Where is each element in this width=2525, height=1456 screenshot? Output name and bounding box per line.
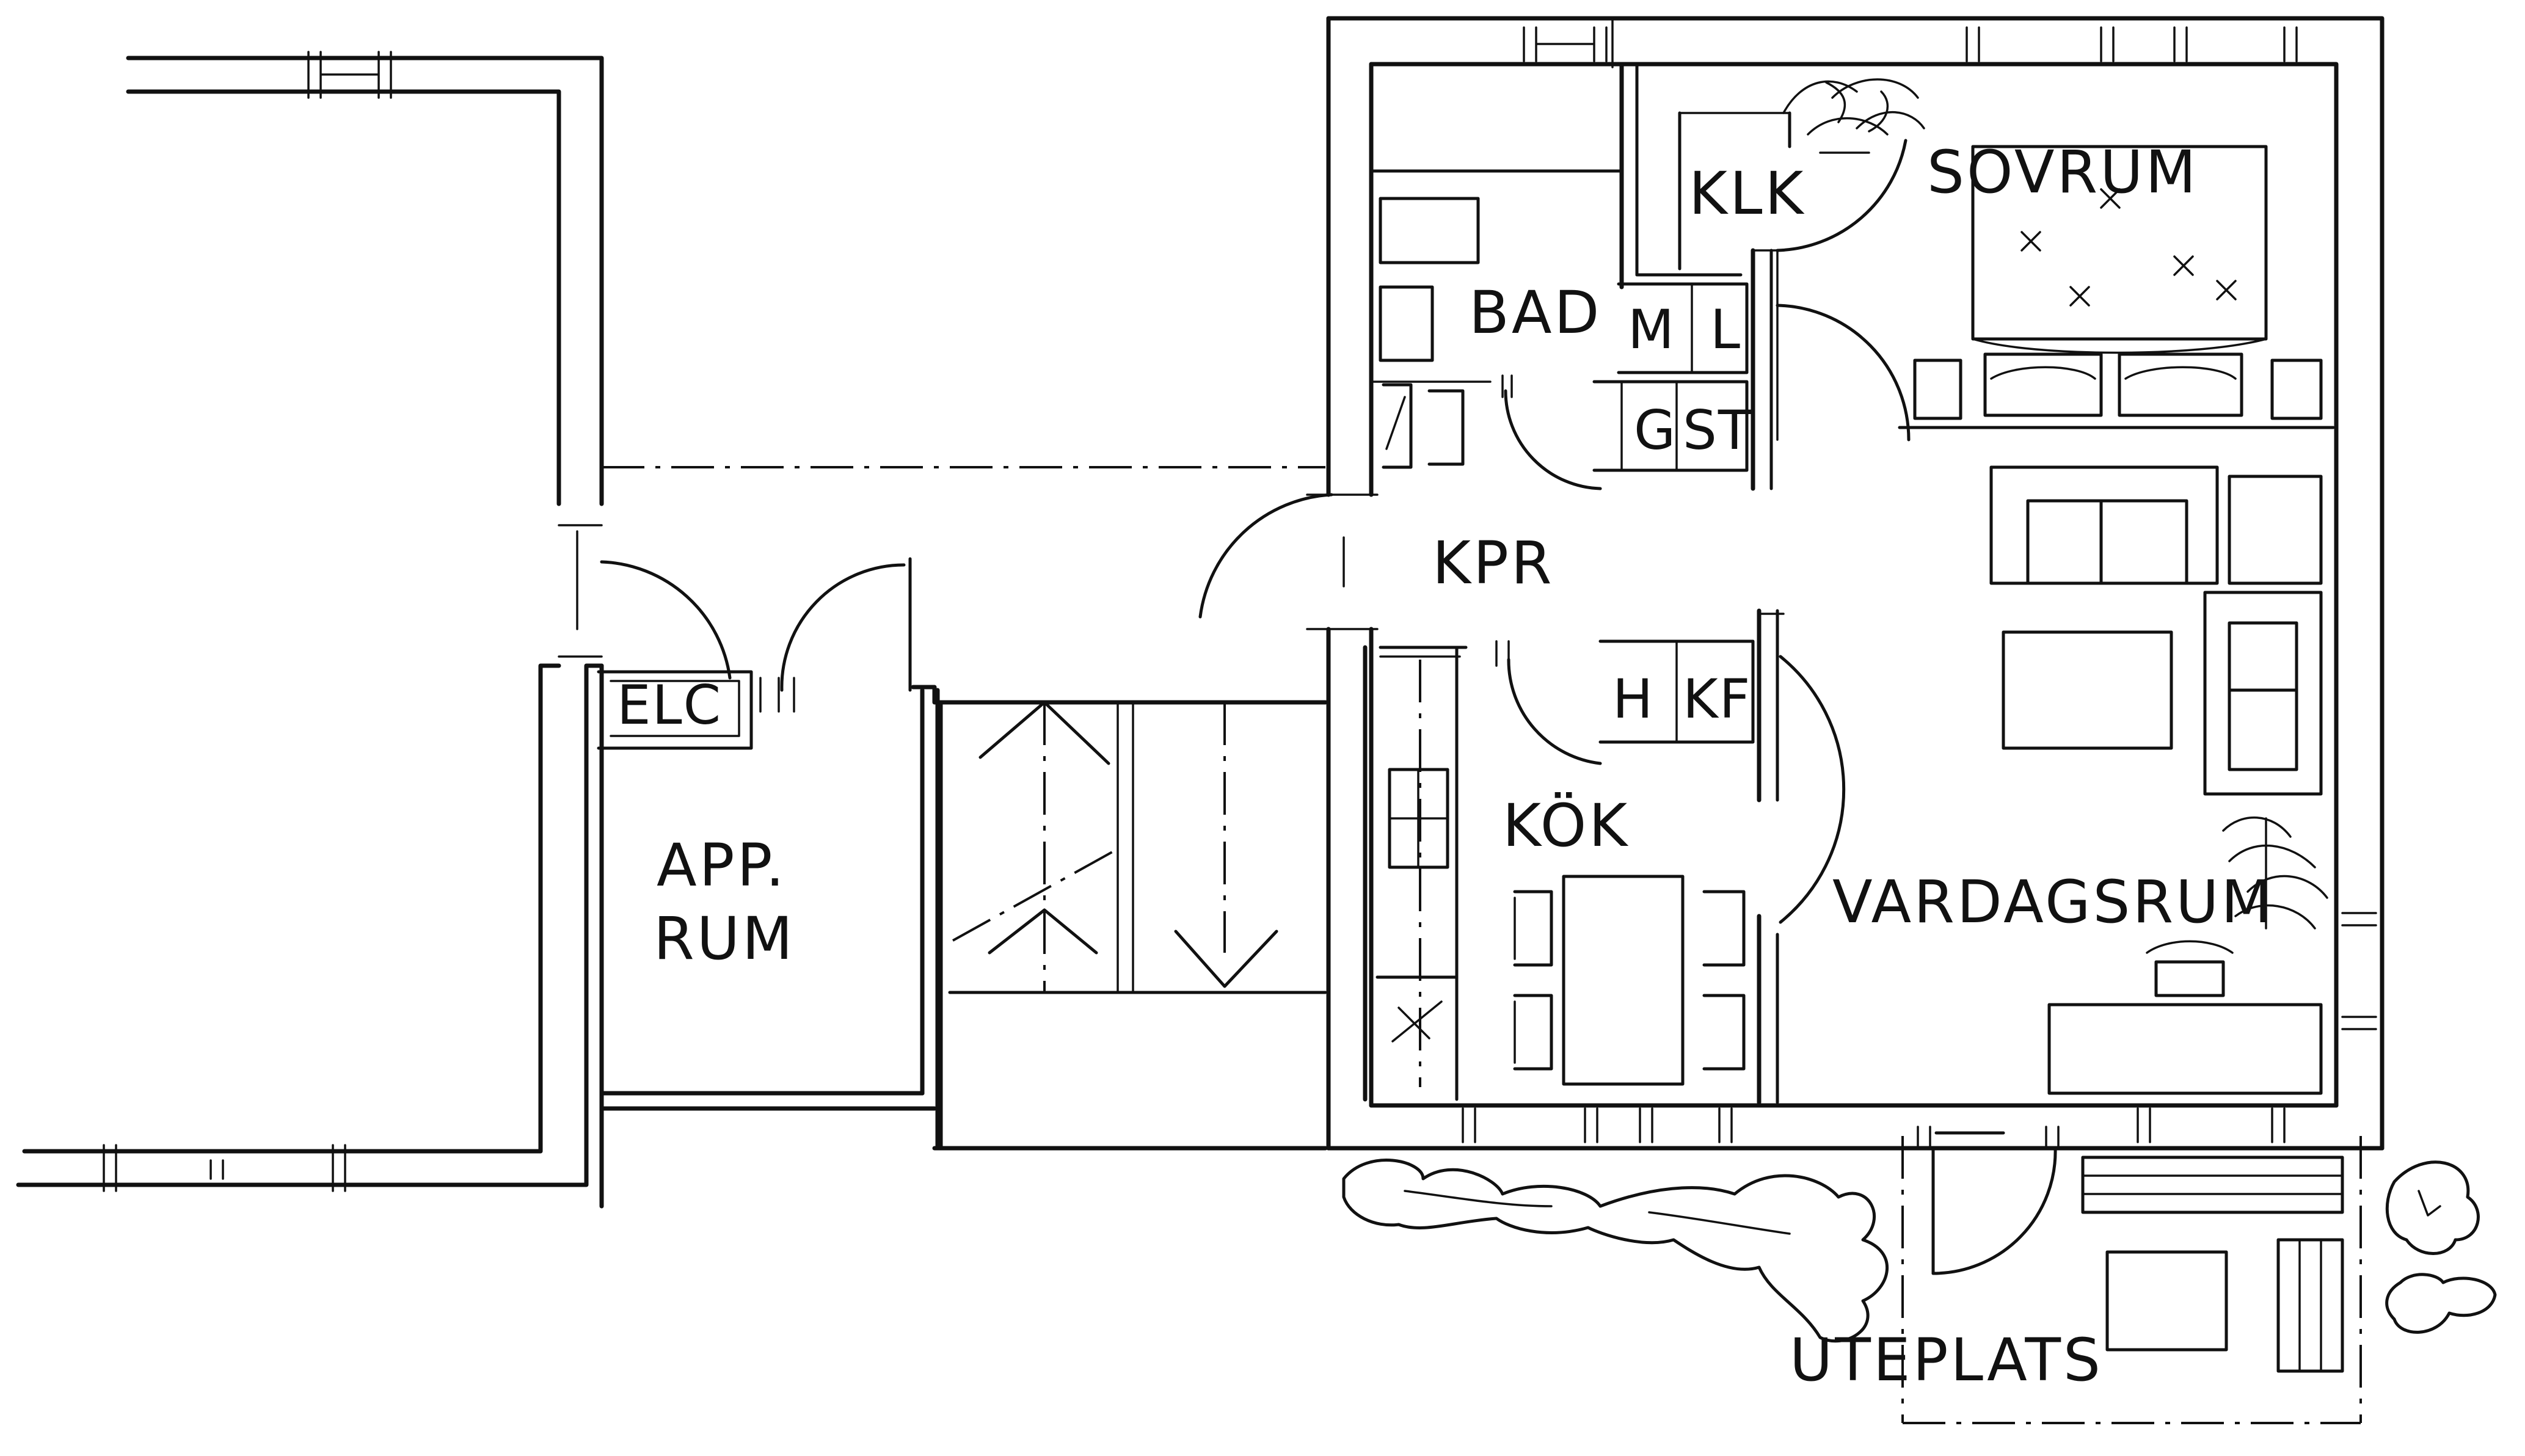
chair-icon	[1513, 890, 1746, 1071]
elc-cabinet	[597, 670, 795, 750]
bath-klk-walls	[1369, 62, 1791, 491]
label-l: L	[1710, 298, 1741, 361]
stair-arrow-icon	[978, 701, 1278, 988]
bed-icon	[1913, 352, 2323, 420]
kok-vardagsrum-partition	[1757, 914, 1779, 1105]
chair-icon	[2146, 940, 2234, 997]
label-app-line2: RUM	[654, 905, 795, 973]
table-icon	[1562, 875, 1685, 1086]
label-bad: BAD	[1469, 278, 1601, 347]
uteplats-area	[1901, 1126, 2362, 1424]
shrub-icon	[2385, 1160, 2497, 1334]
label-kpr: KPR	[1432, 529, 1554, 597]
label-uteplats: UTEPLATS	[1790, 1326, 2103, 1394]
sovrum-area	[1898, 145, 2335, 429]
kok-walls	[1363, 645, 1459, 1102]
left-wing-windows	[103, 51, 392, 1192]
label-h: H	[1612, 668, 1654, 730]
label-vardagsrum: VARDAGSRUM	[1832, 868, 2274, 936]
left-wing-walls	[16, 56, 604, 1209]
door-swing-icon	[1507, 655, 1846, 924]
label-st: ST	[1683, 399, 1752, 462]
label-g: G	[1634, 399, 1677, 462]
label-app-line1: APP.	[657, 831, 787, 900]
plant-icon	[2222, 817, 2328, 930]
h-kf-cabinets	[1598, 608, 1785, 803]
bad-fixtures	[1370, 197, 1513, 469]
g-st-closets	[1592, 380, 1749, 472]
table-icon	[2002, 630, 2323, 1095]
door-swing-icon	[1776, 139, 1911, 442]
shrub-icon	[1342, 1159, 1889, 1343]
label-sovrum: SOVRUM	[1927, 138, 2198, 206]
door-swing-icon	[1931, 1146, 2057, 1275]
sofa-icon	[1989, 465, 2323, 796]
door-swing-icon	[600, 557, 912, 692]
room-labels: SOVRUM KLK BAD M L G ST KPR H KF KÖK VAR…	[617, 138, 2274, 1394]
main-walls	[1198, 16, 2385, 1151]
door-swing-icon	[1504, 389, 1602, 490]
label-kok: KÖK	[1503, 792, 1630, 860]
table-icon	[2105, 1250, 2228, 1352]
plant-icon	[1782, 78, 1925, 154]
app-rum-walls	[558, 524, 1328, 1151]
kpr-walls	[1379, 640, 1510, 667]
window-icon	[1462, 17, 2383, 1143]
bench-icon	[2081, 1156, 2344, 1373]
label-klk: KLK	[1689, 159, 1805, 228]
label-kf: KF	[1683, 668, 1751, 730]
label-m: M	[1628, 298, 1675, 361]
m-l-closets	[1617, 282, 1749, 374]
label-elc: ELC	[617, 674, 722, 737]
stairwell	[911, 685, 1328, 1151]
